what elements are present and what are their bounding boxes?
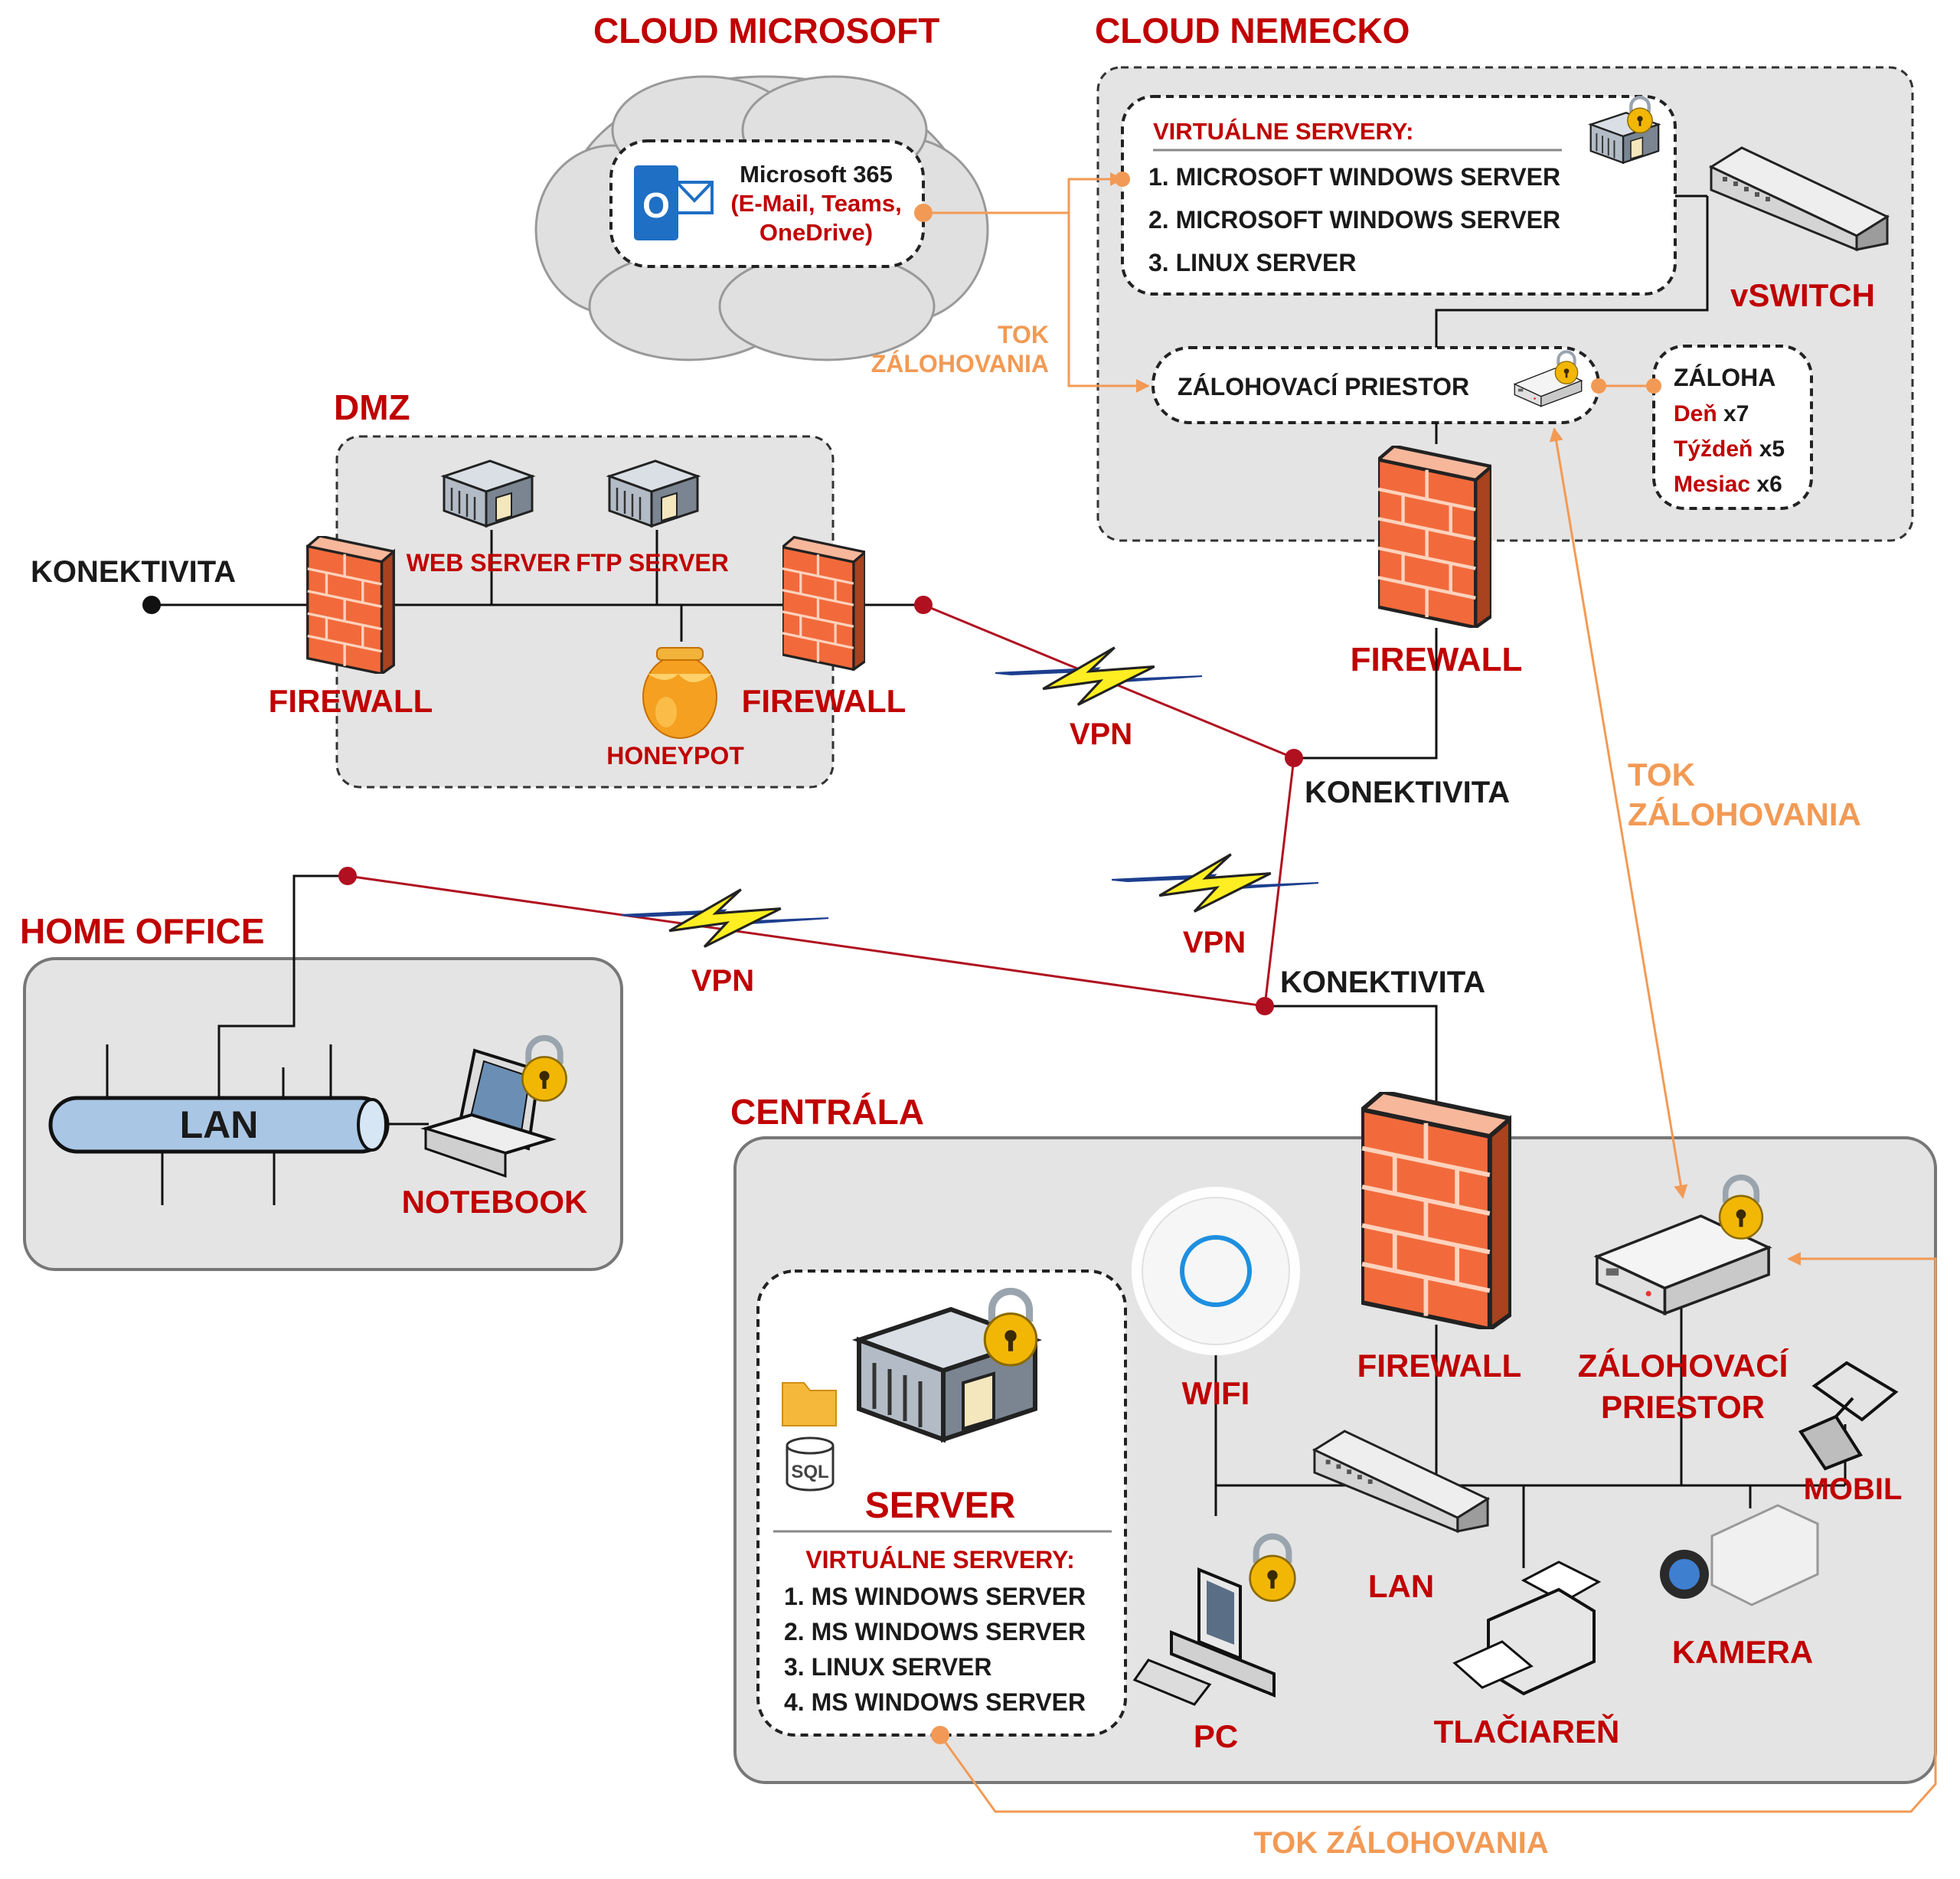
- svg-text:O: O: [642, 185, 670, 225]
- cloud-nemecko-title: CLOUD NEMECKO: [1095, 11, 1410, 51]
- retention-month: Mesiac x6: [1674, 472, 1782, 497]
- vpn-endpoint-home: [338, 867, 357, 885]
- vpn-endpoint-dmz: [914, 596, 933, 614]
- web-server-icon: [443, 459, 534, 528]
- flow-cloud-label-1: TOK: [998, 321, 1049, 348]
- dmz-connectivity-endpoint: [142, 596, 161, 614]
- centrala-virtual-server-3: 3. LINUX SERVER: [784, 1653, 991, 1681]
- home-lan-drops: [106, 1044, 429, 1205]
- vpn-2-lightning-icon: [1112, 853, 1318, 913]
- microsoft-365-detail-1: (E-Mail, Teams,: [730, 190, 901, 217]
- cloud-nemecko-wiring: [1435, 194, 1709, 444]
- vpn-1-label: VPN: [1070, 717, 1132, 751]
- home-lan-label: LAN: [180, 1103, 259, 1146]
- sql-database-icon: [786, 1436, 835, 1492]
- virtual-server-3: 3. LINUX SERVER: [1148, 249, 1356, 276]
- ftp-server-icon: [608, 459, 699, 528]
- honeypot-label: HONEYPOT: [606, 742, 744, 770]
- centrala-virtual-server-4: 4. MS WINDOWS SERVER: [784, 1688, 1086, 1716]
- home-office-title: HOME OFFICE: [20, 911, 264, 951]
- web-server-label: WEB SERVER: [407, 549, 571, 577]
- retention-day-label: Deň: [1674, 401, 1717, 426]
- notebook-label: NOTEBOOK: [402, 1184, 588, 1220]
- flow-right-label-2: ZÁLOHOVANIA: [1628, 796, 1861, 832]
- centrala-firewall-label: FIREWALL: [1357, 1348, 1522, 1384]
- retention-month-label: Mesiac: [1674, 472, 1750, 497]
- vpn-endpoint-nemecko: [1285, 749, 1303, 767]
- pc-label: PC: [1194, 1718, 1238, 1754]
- virtual-servers-heading: VIRTUÁLNE SERVERY:: [1153, 118, 1413, 145]
- retention-week-label: Týždeň: [1674, 436, 1753, 462]
- camera-label: KAMERA: [1672, 1634, 1813, 1670]
- mobile-label: MOBIL: [1804, 1472, 1903, 1506]
- vswitch-label: vSWITCH: [1730, 277, 1875, 313]
- flow-right-label-1: TOK: [1628, 757, 1695, 792]
- backup-flow-lines: [923, 172, 1937, 1813]
- microsoft-365-box: [609, 139, 925, 268]
- camera-icon: [1660, 1504, 1819, 1606]
- virtual-servers-box: [1121, 95, 1677, 296]
- flow-node-retention: [1646, 378, 1661, 394]
- centrala-backup-label-2: PRIESTOR: [1601, 1389, 1765, 1425]
- flow-node-cloud-backup: [1591, 378, 1606, 394]
- centrala-lan-label: LAN: [1368, 1568, 1434, 1604]
- cloud-nemecko-firewall-icon: [1378, 446, 1491, 628]
- flow-bottom-label: TOK ZÁLOHOVANIA: [1253, 1825, 1548, 1860]
- centrala-lan-wiring: [1214, 1294, 1847, 1568]
- flow-node-server: [931, 1726, 949, 1744]
- dmz-firewall-right-icon: [782, 536, 865, 671]
- vpn-endpoint-centrala: [1256, 997, 1274, 1015]
- retention-box: [1652, 345, 1813, 510]
- centrala-title: CENTRÁLA: [730, 1092, 924, 1132]
- vpn-2-label: VPN: [1183, 926, 1246, 959]
- centrala-connectivity-label: KONEKTIVITA: [1280, 966, 1485, 999]
- honeypot-icon: [642, 647, 717, 739]
- outlook-icon: O: [634, 165, 714, 240]
- microsoft-365-detail-2: OneDrive): [760, 219, 873, 246]
- vpn-3-label: VPN: [691, 964, 754, 998]
- flow-node-m365: [914, 204, 933, 222]
- retention-day: Deň x7: [1674, 401, 1749, 426]
- cloud-backup-space-label: ZÁLOHOVACÍ PRIESTOR: [1178, 373, 1469, 400]
- dmz-title: DMZ: [334, 387, 410, 427]
- notebook-icon: [420, 1048, 557, 1178]
- dmz-firewall-right-label: FIREWALL: [742, 683, 906, 719]
- cloud-microsoft-title: CLOUD MICROSOFT: [593, 11, 939, 51]
- retention-day-count: x7: [1723, 401, 1749, 426]
- centrala-virtual-server-1: 1. MS WINDOWS SERVER: [784, 1583, 1086, 1610]
- dmz-wiring: [152, 530, 923, 642]
- wifi-label: WIFI: [1182, 1375, 1250, 1411]
- folder-icon: [782, 1382, 837, 1426]
- flow-node-virtual: [1115, 172, 1130, 187]
- connectivity-wiring: [217, 628, 1438, 1118]
- centrala-virtual-server-2: 2. MS WINDOWS SERVER: [784, 1618, 1086, 1645]
- dmz-zone: [335, 435, 835, 789]
- ftp-server-label: FTP SERVER: [576, 549, 729, 577]
- centrala-backup-label-1: ZÁLOHOVACÍ: [1578, 1348, 1789, 1384]
- dmz-connectivity-label: KONEKTIVITA: [31, 555, 236, 589]
- virtual-server-1: 1. MICROSOFT WINDOWS SERVER: [1148, 163, 1560, 191]
- printer-icon: [1452, 1560, 1602, 1696]
- dmz-firewall-left-icon: [306, 536, 395, 674]
- retention-month-count: x6: [1756, 472, 1782, 497]
- sql-label: SQL: [791, 1462, 828, 1482]
- retention-week: Týždeň x5: [1674, 436, 1785, 462]
- retention-title: ZÁLOHA: [1674, 364, 1775, 391]
- centrala-firewall-icon: [1362, 1092, 1511, 1329]
- retention-week-count: x5: [1759, 436, 1785, 462]
- virtual-server-2: 2. MICROSOFT WINDOWS SERVER: [1148, 206, 1560, 234]
- dmz-firewall-left-label: FIREWALL: [269, 683, 433, 719]
- vpn-1-lightning-icon: [995, 646, 1202, 707]
- nemecko-connectivity-label: KONEKTIVITA: [1305, 776, 1510, 809]
- microsoft-365-name: Microsoft 365: [740, 161, 893, 188]
- home-lan-pipe: [48, 1096, 390, 1154]
- flow-cloud-label-2: ZÁLOHOVANIA: [871, 350, 1049, 377]
- mobile-phone-icon: [1798, 1361, 1899, 1471]
- centrala-server-label: SERVER: [865, 1485, 1016, 1526]
- pc-icon: [1132, 1567, 1276, 1706]
- printer-label: TLAČIAREŇ: [1434, 1713, 1620, 1750]
- wifi-access-point-icon: [1132, 1187, 1300, 1355]
- centrala-virtual-heading: VIRTUÁLNE SERVERY:: [805, 1546, 1074, 1573]
